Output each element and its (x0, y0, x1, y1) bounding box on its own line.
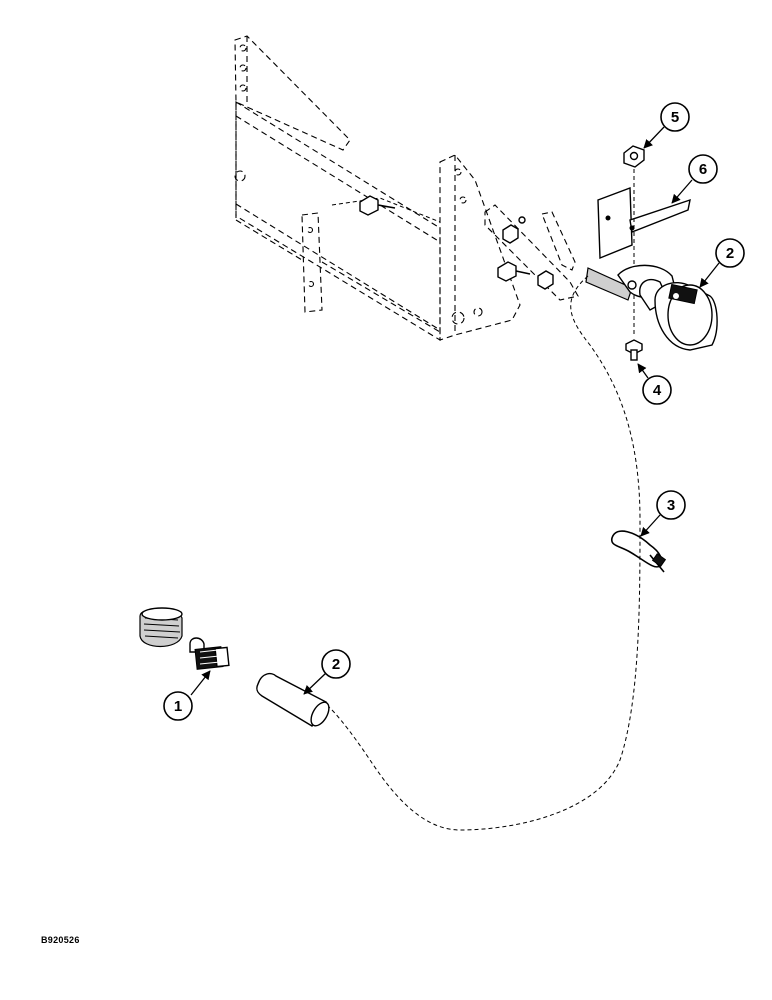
cable-tie (610, 530, 667, 573)
callout-4: 4 (637, 363, 672, 405)
nut (623, 145, 645, 168)
callout-2-cable-label: 2 (332, 656, 340, 673)
callout-2-cable: 2 (303, 649, 351, 695)
callout-1: 1 (163, 670, 211, 721)
sensor (189, 637, 230, 670)
mounting-frame (234, 35, 579, 341)
callout-5: 5 (643, 102, 690, 149)
callout-6-label: 6 (699, 161, 707, 178)
connector-housing (585, 264, 718, 351)
bracket (597, 162, 691, 335)
bolt (625, 339, 643, 361)
figure-reference: B920526 (41, 935, 80, 945)
frame-bolts (359, 195, 554, 290)
callout-5-label: 5 (671, 109, 679, 126)
callout-3: 3 (640, 490, 686, 537)
callout-2-connector-label: 2 (726, 245, 734, 262)
fitting (139, 607, 183, 647)
harness-route (321, 275, 641, 831)
callout-1-label: 1 (174, 698, 182, 715)
cable-end (256, 672, 330, 727)
callout-3-label: 3 (667, 497, 675, 514)
callout-6: 6 (671, 154, 718, 204)
callout-2-connector: 2 (699, 238, 745, 288)
callout-4-label: 4 (653, 382, 662, 399)
